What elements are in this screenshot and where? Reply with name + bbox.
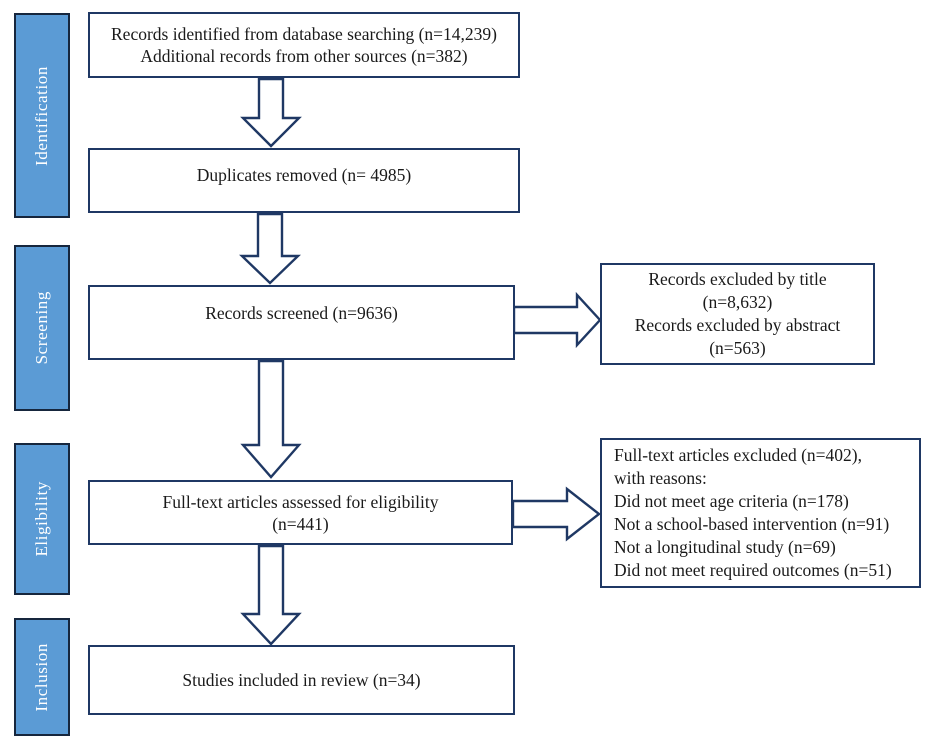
box-text-line: Not a longitudinal study (n=69) xyxy=(614,537,836,557)
arrow-screened-to-fulltext xyxy=(240,359,302,479)
arrow-fulltext-to-included xyxy=(240,544,302,646)
stage-label-inclusion: Inclusion xyxy=(32,642,51,712)
arrow-fulltext-to-excluded xyxy=(511,486,601,542)
stage-bar-inclusion: Inclusion xyxy=(14,618,70,736)
box-text-line: Full-text articles assessed for eligibil… xyxy=(162,491,439,512)
box-text-line: Did not meet required outcomes (n=51) xyxy=(614,560,892,580)
box-records-screened: Records screened (n=9636) xyxy=(88,285,515,360)
box-text-line: Did not meet age criteria (n=178) xyxy=(614,491,849,511)
stage-bar-screening: Screening xyxy=(14,245,70,411)
box-text-line: Records screened (n=9636) xyxy=(205,302,398,323)
box-text-line: Records excluded by abstract xyxy=(634,315,841,335)
box-text-line: (n=8,632) xyxy=(702,292,773,312)
box-text-line: with reasons: xyxy=(614,468,707,488)
arrow-screened-to-excluded xyxy=(512,291,602,349)
box-duplicates-removed: Duplicates removed (n= 4985) xyxy=(88,148,520,213)
box-text-line: Records identified from database searchi… xyxy=(111,24,497,44)
box-records-identified: Records identified from database searchi… xyxy=(88,12,520,78)
stage-label-screening: Screening xyxy=(32,291,51,365)
stage-label-identification: Identification xyxy=(32,65,51,166)
box-text-line: Duplicates removed (n= 4985) xyxy=(196,164,412,185)
box-text-line: (n=563) xyxy=(709,338,766,358)
stage-bar-identification: Identification xyxy=(14,13,70,218)
stage-bar-eligibility: Eligibility xyxy=(14,443,70,595)
box-records-excluded-by-title-abstract: Records excluded by title (n=8,632) Reco… xyxy=(600,263,875,365)
box-fulltext-assessed: Full-text articles assessed for eligibil… xyxy=(88,480,513,545)
box-studies-included: Studies included in review (n=34) xyxy=(88,645,515,715)
box-text-line: Records excluded by title xyxy=(648,269,827,289)
stage-label-eligibility: Eligibility xyxy=(32,481,51,557)
box-text-line: Full-text articles excluded (n=402), xyxy=(614,445,862,465)
arrow-duplicates-to-screened xyxy=(239,212,301,285)
arrow-identified-to-duplicates xyxy=(240,77,302,148)
box-text-line: (n=441) xyxy=(272,513,329,534)
box-text-line: Studies included in review (n=34) xyxy=(182,670,421,690)
box-fulltext-excluded-with-reasons: Full-text articles excluded (n=402), wit… xyxy=(600,438,921,588)
box-text-line: Not a school-based intervention (n=91) xyxy=(614,514,890,534)
box-text-line: Additional records from other sources (n… xyxy=(140,46,468,66)
